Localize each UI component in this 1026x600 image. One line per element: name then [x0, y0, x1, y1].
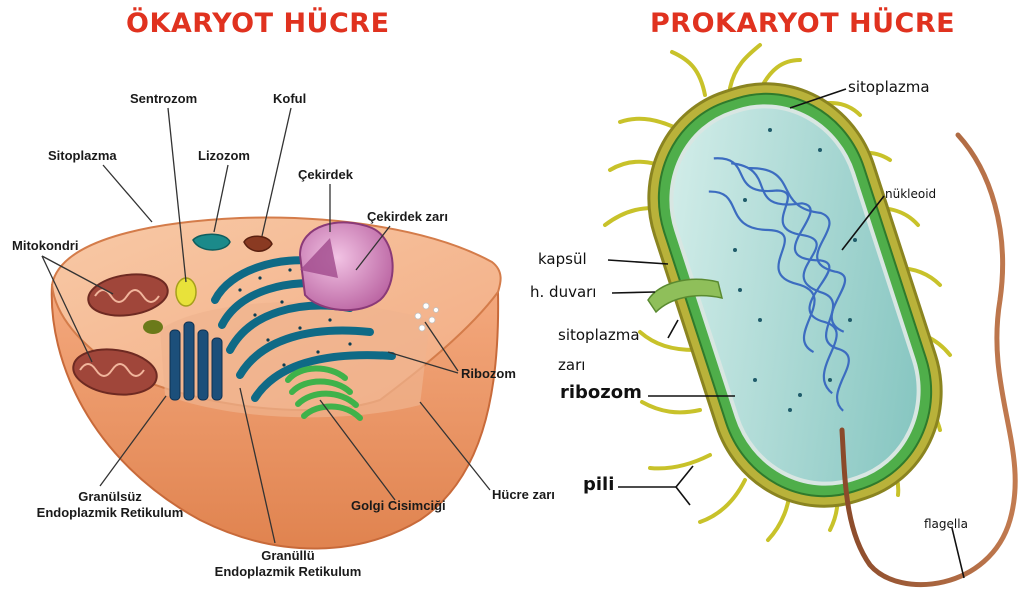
label-cekirdek: Çekirdek: [298, 167, 353, 183]
centrosome-shape: [176, 278, 196, 306]
label-sitoplazma-zari: sitoplazma zarı: [558, 326, 640, 374]
label-sitoplazma: Sitoplazma: [48, 148, 117, 164]
prokaryote-title: PROKARYOT HÜCRE: [650, 8, 955, 39]
prokaryotic-cell-illustration: [605, 45, 1015, 585]
label-kapsul: kapsül: [538, 250, 587, 268]
nucleus-shape: [300, 222, 393, 310]
label-mitokondri: Mitokondri: [12, 238, 78, 254]
label-granullu-er: Granüllü Endoplazmik Retikulum: [196, 548, 380, 580]
label-granulsuz-er-line1: Granülsüz: [18, 489, 202, 505]
label-ribozom: Ribozom: [461, 366, 516, 382]
label-granullu-er-line2: Endoplazmik Retikulum: [196, 564, 380, 580]
label-sentrozom: Sentrozom: [130, 91, 197, 107]
label-lizozom: Lizozom: [198, 148, 250, 164]
eukaryote-title: ÖKARYOT HÜCRE: [126, 8, 390, 39]
label-pro-sitoplazma: sitoplazma: [848, 78, 930, 96]
label-granulsuz-er-line2: Endoplazmik Retikulum: [18, 505, 202, 521]
label-pili: pili: [583, 476, 614, 494]
label-flagella: flagella: [924, 515, 968, 533]
small-organelle: [143, 320, 163, 334]
label-koful: Koful: [273, 91, 306, 107]
label-golgi: Golgi Cisimciği: [351, 498, 446, 514]
label-cekirdek-zari: Çekirdek zarı: [367, 209, 448, 225]
label-pro-ribozom: ribozom: [560, 384, 642, 402]
label-nukleoid: nükleoid: [885, 185, 936, 203]
label-sitoplazma-zari-line2: zarı: [558, 356, 640, 374]
label-hucre-zari: Hücre zarı: [492, 487, 555, 503]
label-sitoplazma-zari-line1: sitoplazma: [558, 326, 640, 344]
label-hucre-duvari: h. duvarı: [530, 283, 596, 301]
label-granullu-er-line1: Granüllü: [196, 548, 380, 564]
label-granulsuz-er: Granülsüz Endoplazmik Retikulum: [18, 489, 202, 521]
